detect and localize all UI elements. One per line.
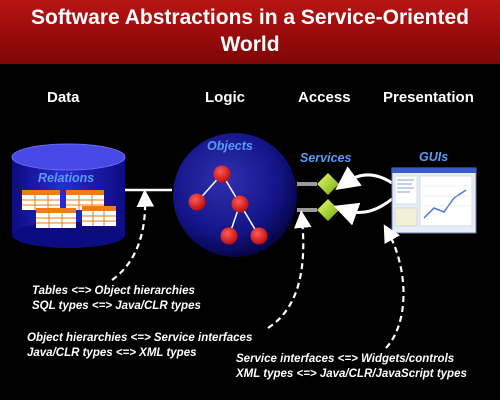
title-bar: Software Abstractions in a Service-Orien… (0, 0, 500, 64)
tables-note-line-1: Tables <=> Object hierarchies (32, 285, 195, 297)
services-label: Services (300, 151, 352, 165)
slide-title-line-1: Software Abstractions in a Service-Orien… (30, 6, 470, 29)
relations-label: Relations (38, 171, 95, 185)
column-header-presentation: Presentation (383, 89, 474, 106)
column-header-access: Access (298, 89, 351, 106)
guis-label: GUIs (419, 150, 449, 164)
service-diamond-icon (317, 173, 339, 221)
objects-label: Objects (207, 139, 253, 153)
services-note-arrow (383, 224, 405, 349)
objects-note-arrow (267, 210, 312, 329)
services-note-line-1: Service interfaces <=> Widgets/controls (236, 353, 455, 365)
object-hierarchy-tree-icon (188, 165, 268, 245)
objects-note-line-1: Object hierarchies <=> Service interface… (27, 332, 253, 344)
objects-note-line-2: Java/CLR types <=> XML types (27, 347, 197, 359)
services-note: Service interfaces <=> Widgets/controls … (236, 352, 467, 382)
objects-note: Object hierarchies <=> Service interface… (27, 331, 252, 361)
column-header-logic: Logic (205, 89, 245, 106)
slide-title-line-2: World (220, 33, 280, 56)
gui-screenshot-icon (391, 167, 477, 234)
gui-to-service-arrows (333, 166, 393, 226)
tables-note-line-2: SQL types <=> Java/CLR types (32, 300, 201, 312)
relation-tables-icon (22, 190, 116, 228)
column-header-data: Data (47, 89, 80, 106)
tables-note-arrow (111, 189, 155, 281)
services-note-line-2: XML types <=> Java/CLR/JavaScript types (236, 368, 467, 380)
tables-note: Tables <=> Object hierarchies SQL types … (32, 284, 201, 314)
service-connectors (297, 182, 317, 212)
